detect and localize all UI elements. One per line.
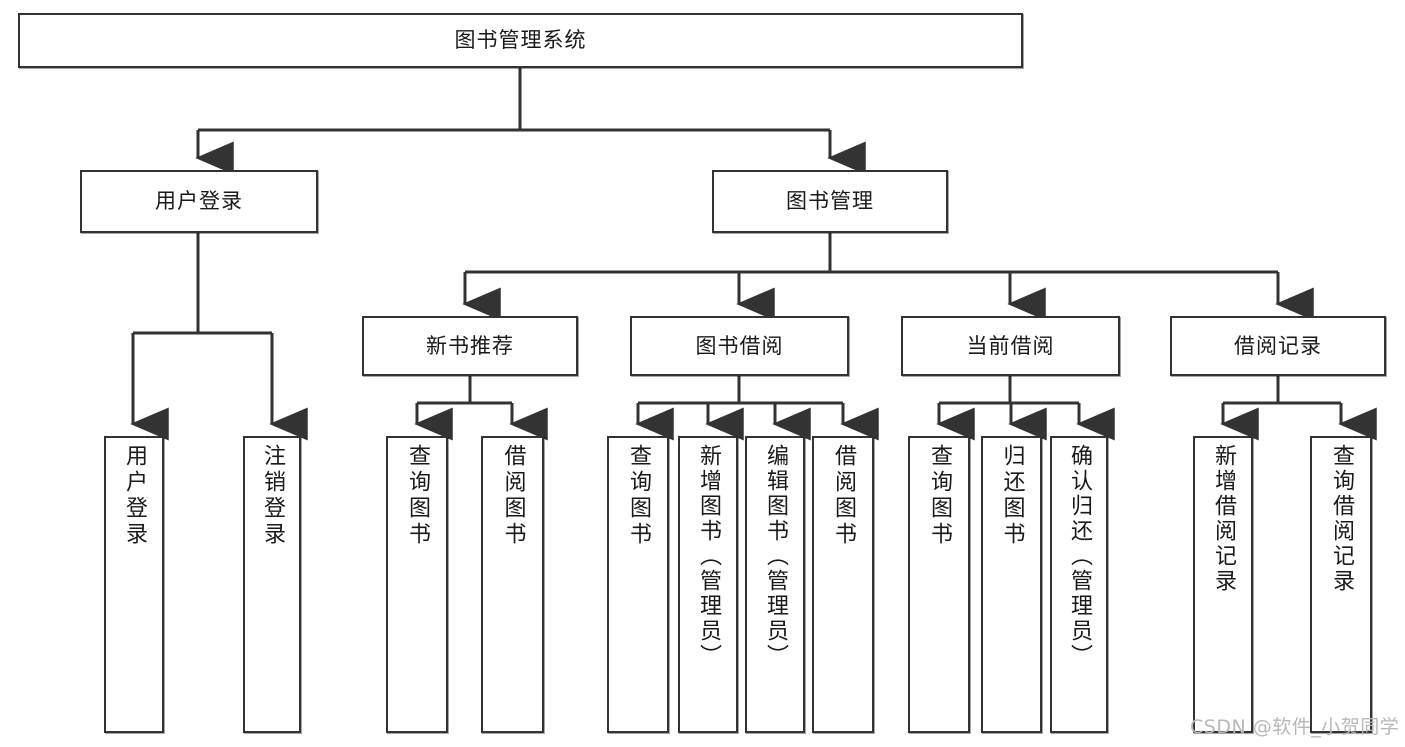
node-leaf-logout-label: 注销登录 — [260, 444, 285, 548]
node-leaf-borrow-book-b-label: 借阅图书 — [831, 444, 856, 548]
node-leaf-confirm-return-admin-label: 确认归还（管理员） — [1067, 444, 1092, 669]
node-leaf-query-book-b[interactable]: 查询图书 — [607, 436, 669, 733]
node-leaf-return-book[interactable]: 归还图书 — [981, 436, 1042, 733]
node-new-book-recommend[interactable]: 新书推荐 — [362, 316, 578, 376]
node-root[interactable]: 图书管理系统 — [18, 13, 1023, 68]
node-leaf-query-book-a[interactable]: 查询图书 — [386, 436, 448, 733]
node-root-label: 图书管理系统 — [454, 28, 587, 53]
node-book-borrow-label: 图书借阅 — [695, 333, 784, 358]
node-leaf-logout[interactable]: 注销登录 — [243, 436, 301, 733]
node-leaf-query-borrow-record[interactable]: 查询借阅记录 — [1310, 436, 1372, 733]
node-leaf-user-login[interactable]: 用户登录 — [104, 436, 164, 733]
node-leaf-borrow-book-a-label: 借阅图书 — [500, 444, 526, 548]
node-leaf-query-borrow-record-label: 查询借阅记录 — [1329, 444, 1354, 594]
node-leaf-add-borrow-record[interactable]: 新增借阅记录 — [1193, 436, 1253, 733]
node-user-login-label: 用户登录 — [155, 189, 243, 214]
node-leaf-query-book-c[interactable]: 查询图书 — [908, 436, 970, 733]
node-leaf-query-book-b-label: 查询图书 — [626, 444, 651, 548]
csdn-watermark: CSDN @软件_小贺同学 — [1190, 716, 1400, 738]
node-leaf-borrow-book-a[interactable]: 借阅图书 — [481, 436, 544, 733]
node-leaf-add-book-admin[interactable]: 新增图书（管理员） — [678, 436, 738, 733]
node-user-login[interactable]: 用户登录 — [80, 170, 318, 233]
node-leaf-query-book-c-label: 查询图书 — [927, 444, 952, 548]
node-book-management[interactable]: 图书管理 — [712, 170, 948, 233]
node-current-borrow[interactable]: 当前借阅 — [901, 316, 1120, 376]
node-leaf-edit-book-admin-label: 编辑图书（管理员） — [763, 444, 788, 669]
node-leaf-add-borrow-record-label: 新增借阅记录 — [1211, 444, 1236, 594]
node-leaf-edit-book-admin[interactable]: 编辑图书（管理员） — [745, 436, 805, 733]
node-leaf-add-book-admin-label: 新增图书（管理员） — [696, 444, 721, 669]
node-leaf-confirm-return-admin[interactable]: 确认归还（管理员） — [1050, 436, 1108, 733]
node-leaf-query-book-a-label: 查询图书 — [405, 444, 430, 548]
node-leaf-return-book-label: 归还图书 — [999, 444, 1025, 548]
node-book-borrow[interactable]: 图书借阅 — [630, 316, 849, 376]
node-leaf-borrow-book-b[interactable]: 借阅图书 — [812, 436, 874, 733]
node-leaf-user-login-label: 用户登录 — [122, 444, 147, 548]
node-borrow-records[interactable]: 借阅记录 — [1170, 316, 1386, 376]
node-borrow-records-label: 借阅记录 — [1234, 333, 1322, 358]
node-book-management-label: 图书管理 — [786, 189, 874, 214]
node-current-borrow-label: 当前借阅 — [966, 333, 1055, 358]
node-new-book-recommend-label: 新书推荐 — [426, 333, 514, 358]
